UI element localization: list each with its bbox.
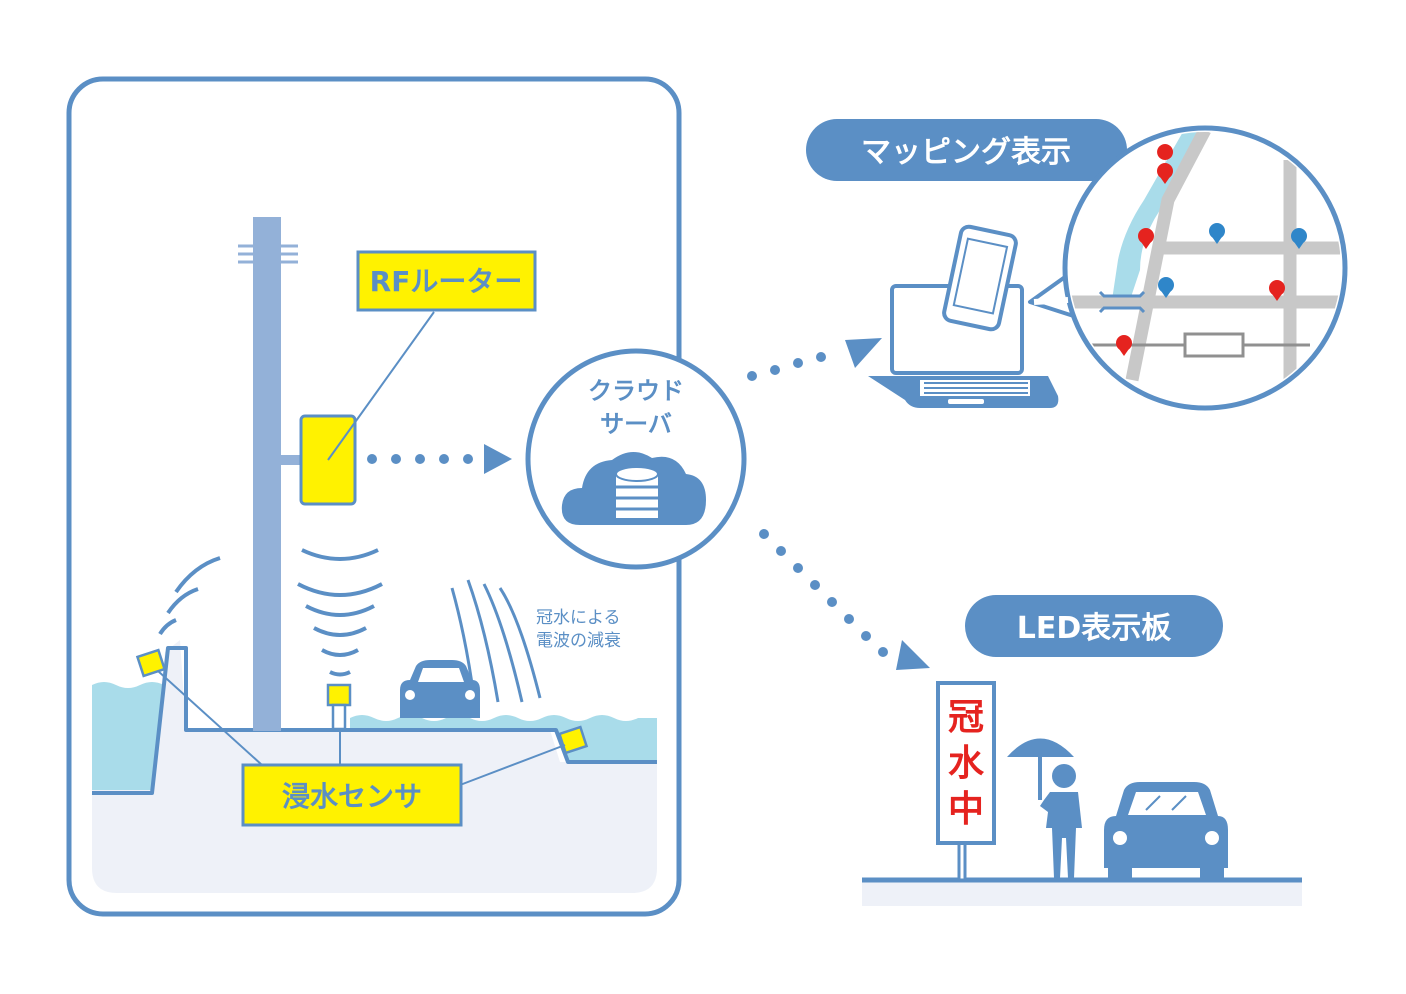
cloud-database-icon xyxy=(561,451,706,525)
led-sign: 冠 水 中 xyxy=(936,681,996,882)
mapping-display-pill: マッピング表示 xyxy=(806,119,1127,181)
floodwater-left xyxy=(92,682,164,790)
radio-waves-wall xyxy=(158,556,221,636)
car-icon-flooded xyxy=(400,660,480,718)
mapping-display-text: マッピング表示 xyxy=(861,135,1071,170)
street-ground xyxy=(862,880,1302,906)
attenuation-line2: 電波の減衰 xyxy=(536,631,621,651)
map-pin-icon xyxy=(1157,163,1173,184)
radio-waves-road xyxy=(297,548,383,677)
map-pin-icon xyxy=(1138,228,1154,249)
map-roads xyxy=(1069,132,1340,382)
rf-router-leader xyxy=(327,311,435,461)
cloud-server: クラウド サーバ xyxy=(525,348,747,570)
cloud-line1: クラウド xyxy=(588,377,684,405)
rf-router-label: RFルーター xyxy=(356,250,537,312)
led-board-text: LED表示板 xyxy=(1017,611,1172,646)
arrow-router-to-cloud xyxy=(367,444,512,474)
map-pin-icon xyxy=(1269,280,1285,301)
map-pin-icon xyxy=(1291,228,1307,249)
map-river xyxy=(1112,132,1200,300)
map-pin-icon xyxy=(1116,335,1132,356)
sign-char-3: 中 xyxy=(948,789,984,830)
sign-char-2: 水 xyxy=(948,743,985,784)
smartphone-icon xyxy=(942,224,1018,332)
car-icon-parked xyxy=(1104,782,1228,878)
flood-sensor-submerged xyxy=(557,725,589,755)
flood-sensor-wall xyxy=(135,648,167,678)
attenuation-line1: 冠水による xyxy=(536,608,621,628)
sign-char-1: 冠 xyxy=(948,697,984,738)
arrow-cloud-to-laptop xyxy=(747,338,882,381)
flood-sensor-road xyxy=(326,683,352,731)
rf-router-text: RFルーター xyxy=(370,265,523,298)
arrow-cloud-to-led xyxy=(759,529,930,670)
flood-sensor-label: 浸水センサ xyxy=(241,763,463,827)
person-umbrella-icon xyxy=(1007,738,1082,878)
map-station xyxy=(1183,332,1245,358)
map-pin-icon xyxy=(1158,277,1174,298)
map-pin-icon xyxy=(1209,223,1225,244)
map-view xyxy=(1069,132,1340,382)
utility-pole xyxy=(238,217,304,731)
map-pin-icon xyxy=(1157,144,1174,182)
flood-sensor-text: 浸水センサ xyxy=(282,780,422,813)
led-board-pill: LED表示板 xyxy=(965,595,1223,657)
cloud-line2: サーバ xyxy=(600,410,672,438)
sensor-leaders xyxy=(157,670,566,786)
map-bridge xyxy=(1098,290,1146,314)
ground-profile xyxy=(92,646,657,795)
